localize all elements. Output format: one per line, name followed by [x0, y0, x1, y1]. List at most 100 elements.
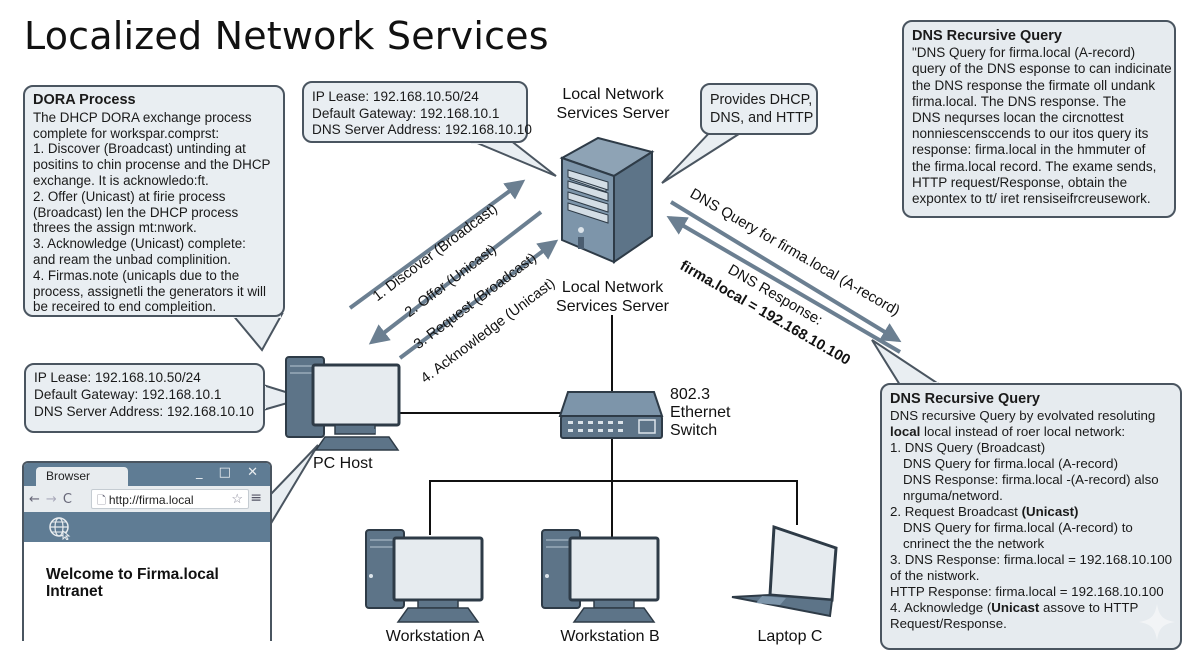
dns-top-line: query of the DNS esponse to can indicina… — [912, 61, 1172, 77]
browser-window: Browser _ □ ✕ ← → C 🗋http://firma.local … — [22, 461, 272, 641]
workstation-b-icon — [541, 529, 660, 623]
browser-page-content: Welcome to Firma.local Intranet — [24, 542, 270, 600]
back-icon[interactable]: ← — [29, 491, 40, 507]
browser-tab[interactable]: Browser — [36, 467, 128, 486]
dns-top-line: firma.local. The DNS response. The — [912, 93, 1127, 109]
dns-top-line: HTTP request/Response, obtain the — [912, 174, 1128, 190]
dora-bubble-tail — [229, 313, 284, 352]
reload-icon[interactable]: C — [62, 491, 72, 507]
dora-line: 4. Firmas.note (unicapls due to the — [33, 267, 240, 283]
server-label-bottom: Local Network Services Server — [540, 278, 685, 316]
server-label-line: Local Network — [561, 279, 664, 296]
bookmark-star-icon[interactable]: ☆ — [231, 491, 243, 506]
services-line: Provides DHCP, — [710, 92, 813, 108]
offer-arrow — [368, 210, 543, 345]
dora-line: (Broadcast) len the DHCP process — [33, 204, 239, 220]
workstation-b-label: Workstation B — [560, 628, 660, 645]
dns-response-arrow — [666, 215, 902, 354]
ip-lease-callout-server: IP Lease: 192.168.10.50/24 Default Gatew… — [302, 81, 532, 143]
globe-icon — [49, 517, 71, 540]
server-label-line: Services Server — [556, 105, 670, 122]
browser-bubble-tail — [269, 444, 319, 529]
dora-line: threes the assign mt:nwork. — [33, 220, 197, 236]
dns-top-line: the DNS response the firmate oll undank — [912, 77, 1156, 93]
dora-line: process, assignetli the generators it wi… — [33, 283, 266, 299]
dora-line: The DHCP DORA exchange process — [33, 109, 252, 125]
dora-line: complete for workspar.comprst: — [33, 125, 220, 141]
default-gateway-line: Default Gateway: 192.168.10.1 — [312, 105, 500, 121]
dns-bottom-heading: DNS Recursive Query — [890, 391, 1040, 407]
discover-arrow — [348, 179, 526, 310]
dns-bottom-line: 2. Request Broadcast (Unicast) — [890, 504, 1079, 519]
dns-bottom-lines: DNS recursive Query by evolvated resolut… — [890, 408, 1172, 632]
address-bar[interactable]: 🗋http://firma.local ☆ — [91, 489, 249, 509]
server-label-line: Local Network — [562, 86, 664, 103]
ip-top-bubble-tail — [469, 139, 557, 177]
laptop-c-label: Laptop C — [757, 628, 823, 645]
dns-bottom-line: 1. DNS Query (Broadcast) — [890, 440, 1046, 455]
dns-top-line: the firma.local record. The exame sends, — [912, 158, 1157, 174]
dns-bottom-line: 3. DNS Response: firma.local = 192.168.1… — [890, 552, 1172, 567]
workstation-a-icon — [365, 529, 484, 623]
dns-bottom-line: Request/Response. — [890, 616, 1007, 631]
request-ack-arrow — [398, 239, 559, 360]
dora-line: 2. Offer (Unicast) at firie process — [33, 188, 226, 204]
default-gateway-line: Default Gateway: 192.168.10.1 — [34, 386, 222, 402]
dns-top-line: response: firma.local in the hmmuter of — [912, 142, 1146, 158]
dora-heading: DORA Process — [33, 92, 136, 108]
dora-line: exchange. It is acknowledo:ft. — [33, 172, 209, 188]
dns-recursive-query-box-top: DNS Recursive Query "DNS Query for firma… — [902, 20, 1176, 218]
dora-line: 1. Discover (Broadcast) untinding at — [33, 141, 246, 157]
menu-icon[interactable]: ≡ — [250, 490, 262, 506]
workstation-a-label: Workstation A — [385, 628, 485, 645]
dns-bottom-line: DNS Query for firma.local (A-record) — [903, 456, 1119, 471]
page-heading-line: Welcome to Firma.local — [46, 566, 219, 583]
dns-bottom-line: of the nistwork. — [890, 568, 980, 583]
services-line: DNS, and HTTP — [710, 110, 814, 126]
ip-lease-line: IP Lease: 192.168.10.50/24 — [34, 370, 201, 385]
browser-toolbar: ← → C 🗋http://firma.local ☆ ≡ — [24, 486, 270, 512]
sparkle-icon — [1139, 604, 1175, 640]
switch-label-line: Ethernet — [670, 404, 731, 421]
dns-recursive-query-box-bottom: DNS Recursive Query DNS recursive Query … — [880, 383, 1182, 650]
ip-lease-callout-pc: IP Lease: 192.168.10.50/24 Default Gatew… — [24, 363, 265, 433]
dora-line: and ream the unbad complinition. — [33, 251, 232, 267]
pc-host-icon — [285, 356, 401, 451]
switch-label-line: Switch — [670, 422, 718, 439]
dora-line: 3. Acknowledge (Unicast) complete: — [33, 236, 246, 252]
dns-top-line: nonniescensccends to our itos query its — [912, 126, 1149, 142]
forward-icon[interactable]: → — [45, 491, 57, 507]
dns-bottom-line: DNS recursive Query by evolvated resolut… — [890, 408, 1156, 423]
dns-bottom-line: nrguma/netword. — [903, 488, 1003, 503]
ip-lease-line: IP Lease: 192.168.10.50/24 — [312, 89, 479, 104]
laptop-c-icon — [731, 524, 838, 618]
dns-bottom-line: DNS Response: firma.local -(A-record) al… — [903, 472, 1159, 487]
server-icon — [559, 136, 655, 264]
services-provided-callout: Provides DHCP, DNS, and HTTP — [700, 83, 818, 135]
page-heading-line: Intranet — [46, 583, 103, 600]
switch-icon — [558, 391, 664, 439]
switch-label: 802.3 Ethernet Switch — [670, 386, 750, 440]
dns-query-arrow — [669, 200, 902, 343]
browser-site-header — [24, 512, 270, 542]
client-bus-cable — [429, 480, 798, 535]
dns-bottom-line: local local instead of roer local networ… — [890, 424, 1126, 439]
dns-bottom-line: cnrinect the the network — [903, 536, 1045, 551]
dns-bottom-line: DNS Query for firma.local (A-record) to — [903, 520, 1133, 535]
server-label-line: Services Server — [556, 298, 669, 315]
dns-server-line: DNS Server Address: 192.168.10.10 — [312, 122, 532, 137]
page-icon: 🗋 — [97, 495, 106, 507]
dns-top-heading: DNS Recursive Query — [912, 28, 1062, 44]
switch-label-line: 802.3 — [670, 386, 711, 403]
dns-server-line: DNS Server Address: 192.168.10.10 — [34, 403, 254, 419]
dns-bottom-line: HTTP Response: firma.local = 192.168.10.… — [890, 584, 1164, 599]
pc-host-label: PC Host — [313, 455, 373, 472]
dora-process-box: DORA Process The DHCP DORA exchange proc… — [23, 85, 285, 317]
dora-line: be receired to end compleition. — [33, 299, 217, 315]
window-controls[interactable]: _ □ ✕ — [196, 465, 264, 480]
page-title: Localized Network Services — [24, 14, 549, 58]
dns-top-line: DNS nequrses locan the circnottest — [912, 110, 1124, 126]
dns-bottom-bubble-tail — [871, 339, 944, 386]
browser-titlebar: Browser _ □ ✕ — [24, 463, 270, 486]
